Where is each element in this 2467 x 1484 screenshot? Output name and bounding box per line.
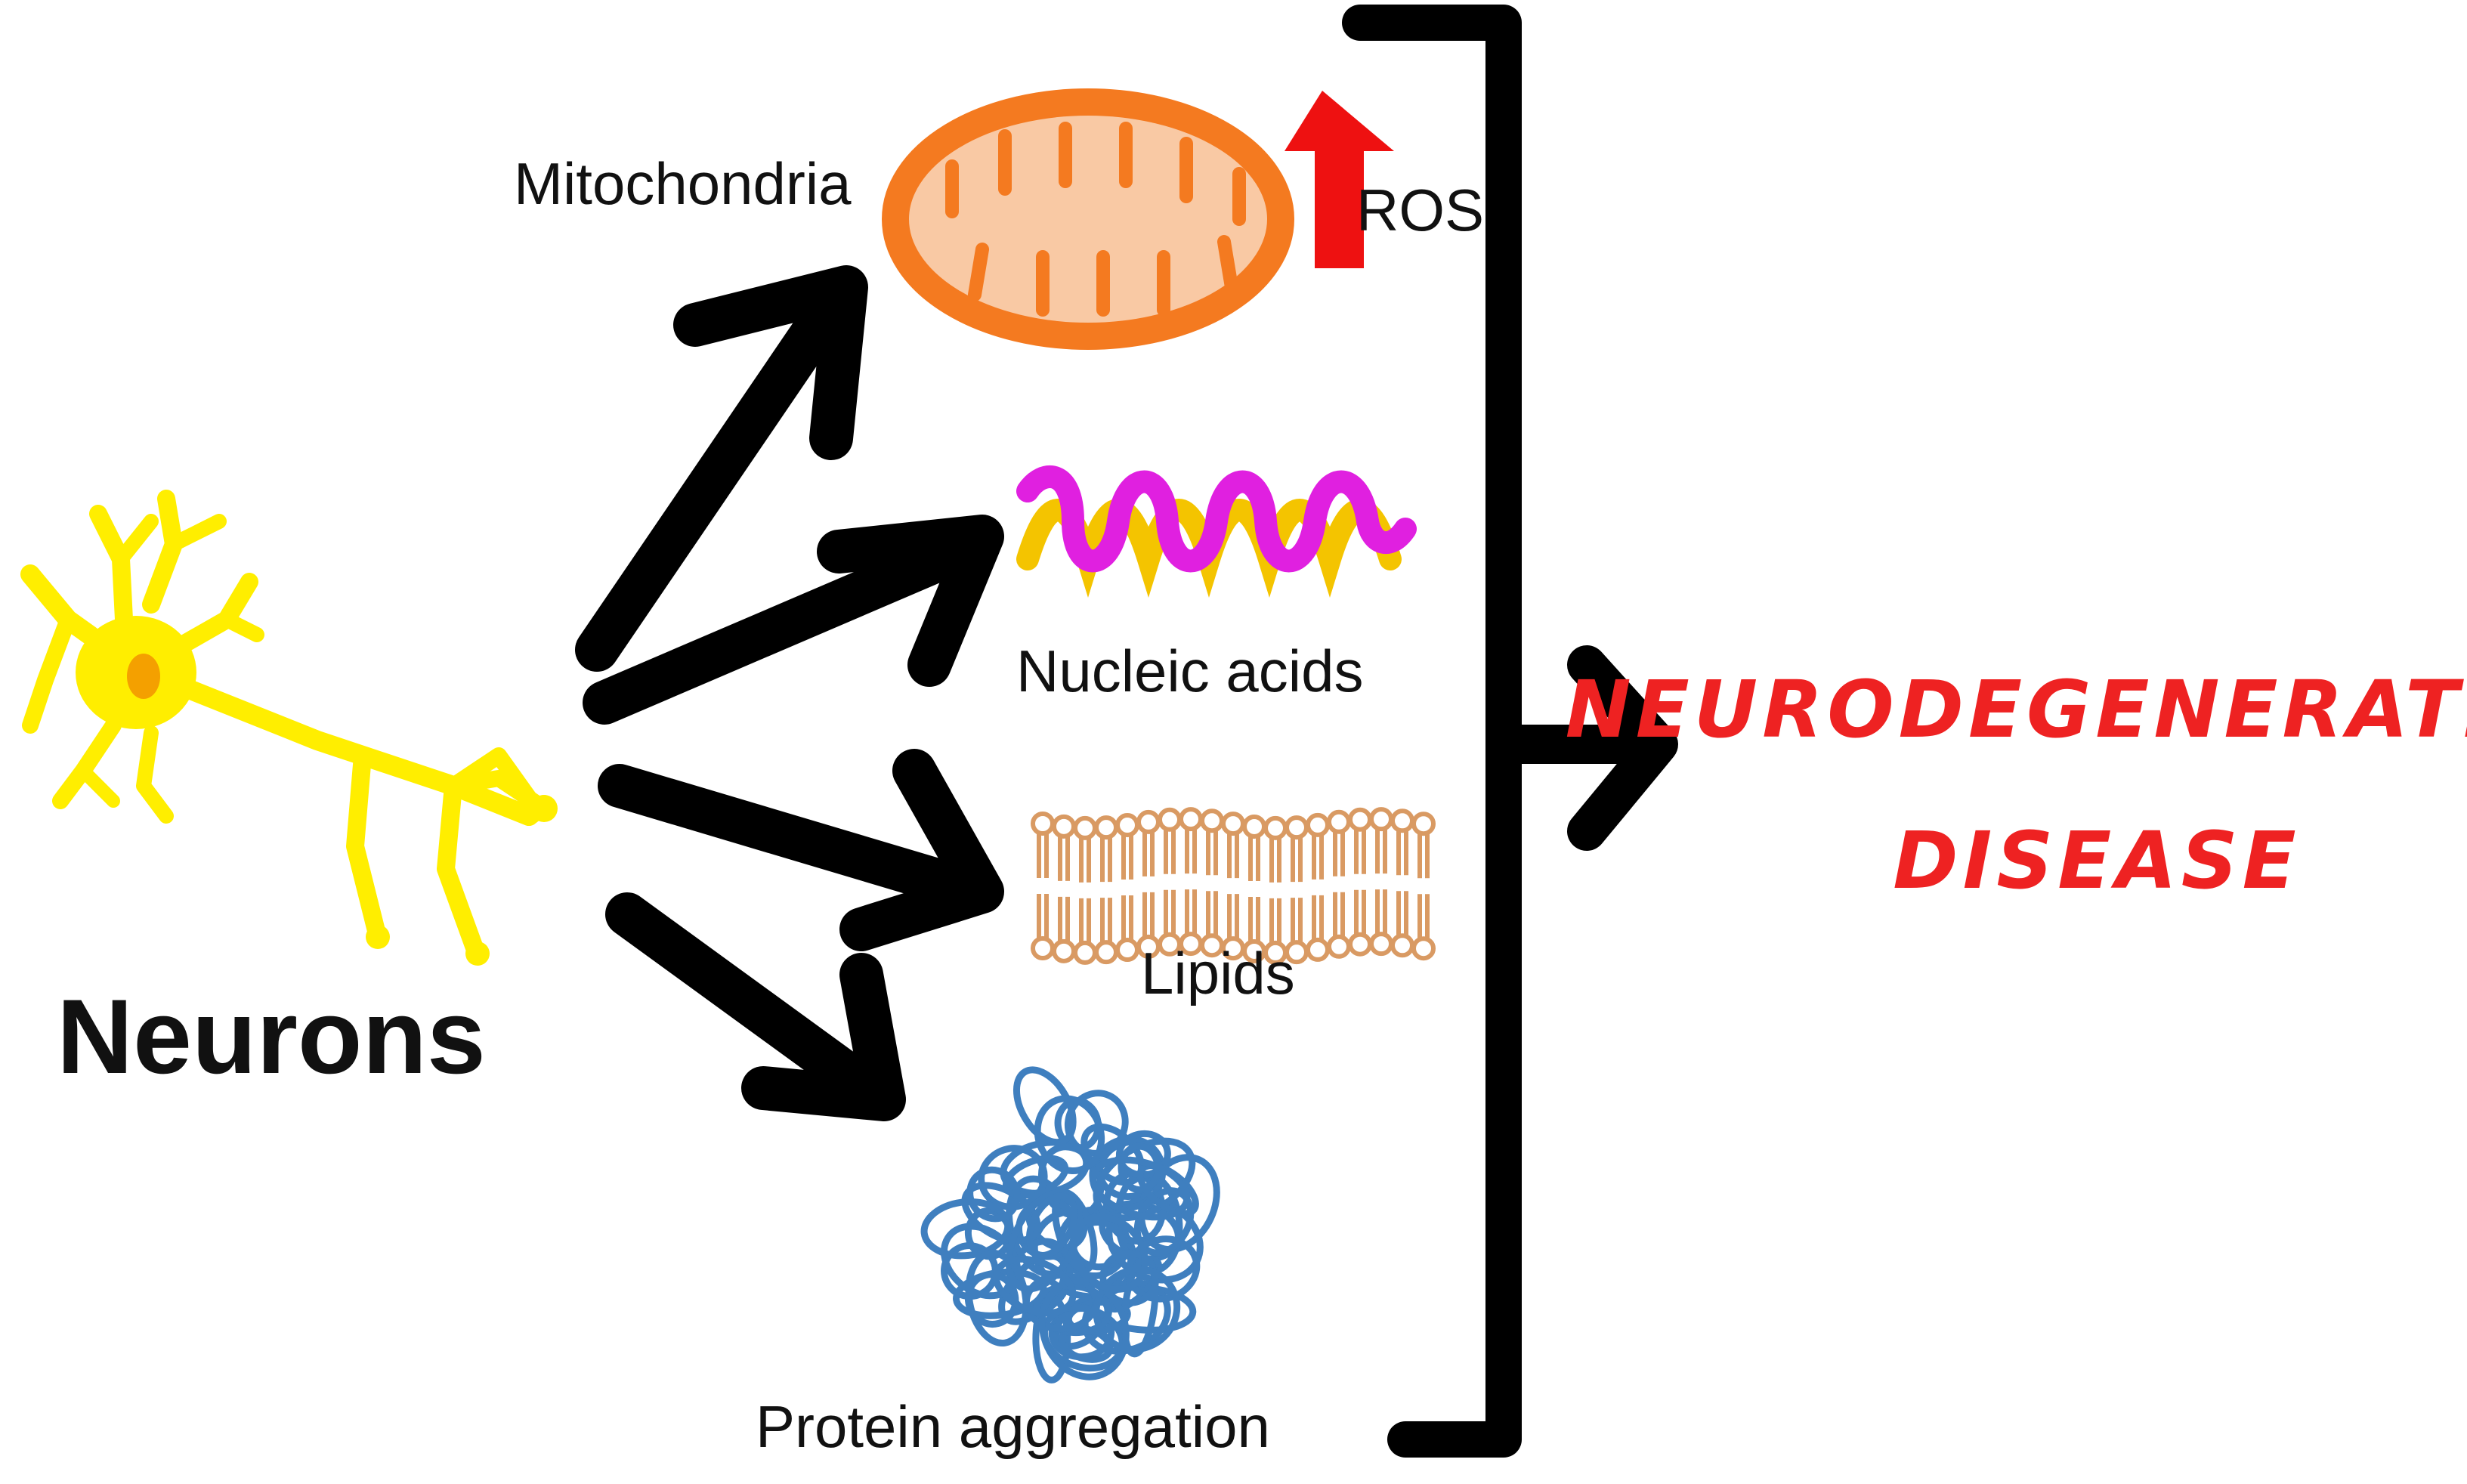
arrow-to-nucleic-acids — [583, 515, 1004, 725]
lipid-head — [1390, 933, 1414, 958]
arrows-group — [575, 265, 1004, 1121]
ros-up-arrow-icon — [1285, 91, 1394, 268]
lipid-head — [1411, 812, 1436, 836]
axon-terminal — [366, 925, 390, 949]
lipids-label: Lipids — [1141, 940, 1295, 1006]
lipid-head — [1306, 812, 1330, 837]
lipid-head — [1179, 807, 1203, 832]
protein-aggregate-icon — [920, 1066, 1220, 1384]
nucleic-acids-label: Nucleic acids — [1016, 638, 1364, 704]
lipid-head — [1115, 813, 1139, 838]
arrow-to-protein — [605, 892, 906, 1121]
neuron-icon — [20, 490, 554, 961]
lipid-head — [1263, 815, 1288, 840]
arrow-to-mitochondria — [575, 265, 868, 672]
lipid-head — [1369, 932, 1393, 957]
protein-coil — [1069, 1213, 1148, 1293]
lipid-head — [1327, 934, 1351, 959]
lipid-head — [1411, 936, 1436, 961]
neurons-label: Neurons — [57, 977, 486, 1096]
disease-label-line2: DISEASE — [1893, 815, 2300, 907]
lipid-head — [1031, 812, 1055, 836]
lipid-head — [1094, 815, 1118, 840]
disease-label-line1: NEURODEGENERATIVE — [1566, 663, 2467, 756]
lipid-head — [1348, 932, 1372, 957]
lipid-bilayer-icon — [1031, 807, 1436, 965]
lipid-head — [1073, 940, 1097, 965]
ros-label: ROS — [1356, 177, 1484, 243]
lipid-head — [1327, 809, 1351, 834]
protein-coil — [1093, 1266, 1181, 1353]
axon-terminal — [530, 795, 558, 822]
lipid-head — [1052, 938, 1076, 963]
neuron-nucleus — [127, 654, 160, 699]
lipid-head — [1158, 807, 1182, 832]
protein-coil — [1034, 1095, 1105, 1175]
protein-coil — [1090, 1156, 1191, 1221]
protein-coil — [920, 1198, 1012, 1260]
lipid-head — [1285, 815, 1309, 840]
lipid-head — [1306, 937, 1330, 962]
lipid-head — [1221, 812, 1245, 836]
nucleic-acid-icon — [1016, 465, 1417, 598]
axon-terminal — [465, 941, 490, 966]
protein-coil — [966, 1166, 1021, 1223]
arrow-to-lipids — [598, 749, 1004, 951]
lipid-head — [1242, 814, 1266, 839]
lipid-head — [1348, 807, 1372, 832]
lipid-head — [1052, 814, 1076, 839]
protein-coil — [1133, 1187, 1195, 1257]
lipid-head — [1115, 938, 1139, 963]
protein-aggregation-label: Protein aggregation — [756, 1393, 1270, 1460]
lipid-head — [1200, 808, 1224, 833]
protein-coil — [1025, 1192, 1078, 1259]
protein-coil — [1012, 1066, 1077, 1146]
mitochondria-label: Mitochondria — [514, 150, 852, 217]
lipid-head — [1136, 809, 1161, 834]
lipid-head — [1094, 940, 1118, 965]
lipid-head — [1073, 815, 1097, 840]
arrow-to-disease — [1492, 645, 1678, 851]
lipid-head — [1369, 807, 1393, 832]
lipid-head — [1031, 936, 1055, 960]
mitochondria-icon — [882, 88, 1294, 350]
protein-coil — [964, 1271, 1019, 1328]
lipid-head — [1390, 808, 1414, 833]
protein-coil — [992, 1255, 1077, 1317]
